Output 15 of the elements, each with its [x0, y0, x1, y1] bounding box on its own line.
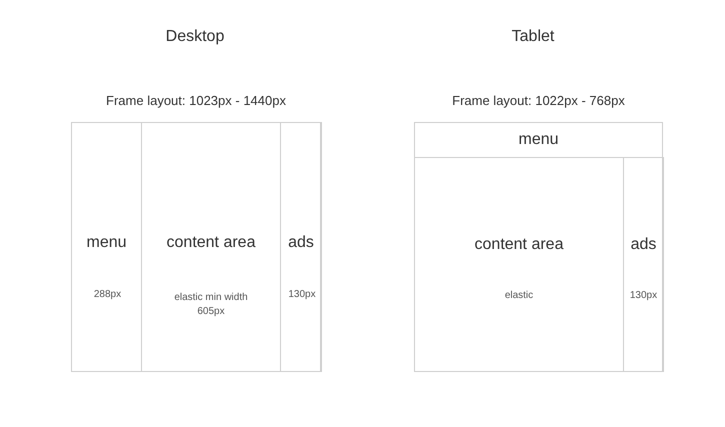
frame-heading: Frame layout: 1022px - 768px	[451, 93, 626, 108]
width-note: 288px	[92, 288, 122, 302]
column-title: Tablet	[512, 28, 554, 46]
panel-title: content area	[474, 236, 564, 254]
panel-title: ads	[287, 234, 315, 252]
panel-title: ads	[630, 236, 658, 254]
width-note: elastic min width 605px	[173, 291, 249, 319]
frame-heading: Frame layout: 1023px - 1440px	[105, 93, 287, 108]
panel-title: menu	[517, 131, 560, 149]
width-note: elastic	[504, 289, 534, 303]
panel-title: content area	[166, 234, 256, 252]
width-note: 130px	[287, 288, 317, 302]
panel-title: menu	[85, 234, 128, 252]
width-note: 130px	[628, 289, 658, 303]
column-title: Desktop	[166, 28, 224, 46]
